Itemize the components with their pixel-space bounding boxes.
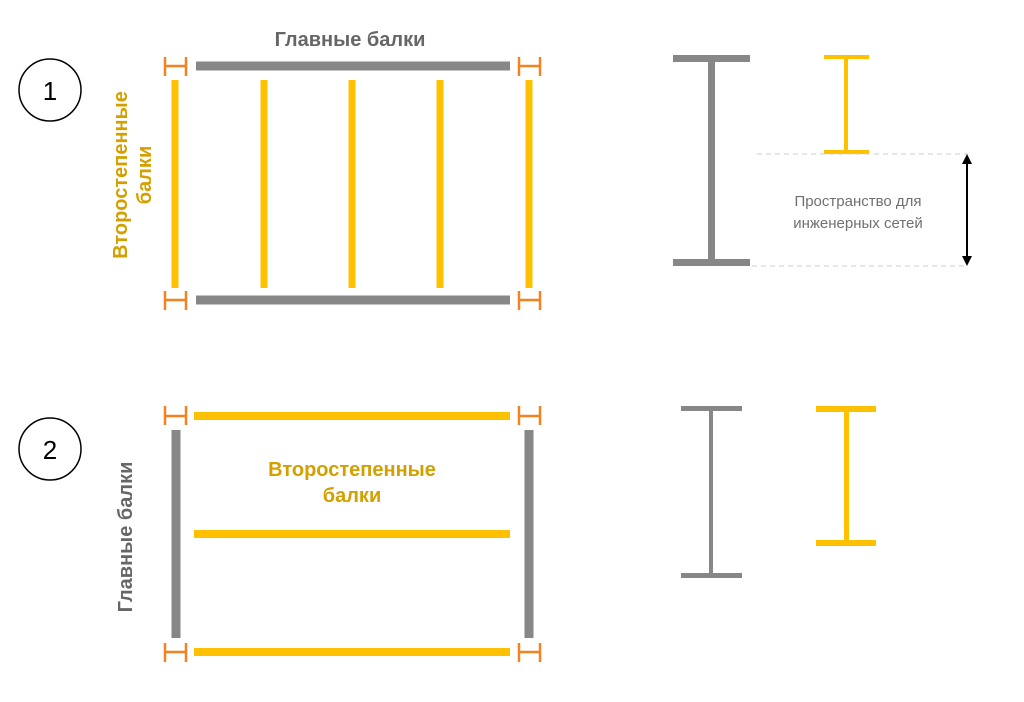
support-icon [163,406,188,425]
utility-space-label-line1: Пространство для [794,193,921,210]
scheme-2-secondary-label-line2: балки [323,485,382,507]
scheme-1-secondary-label-line2: балки [134,146,156,205]
support-icon [517,57,542,76]
scheme-1-number: 1 [43,76,57,106]
scheme-1-supports [163,57,542,310]
scheme-2-main-beam-section-icon [681,406,742,578]
scheme-1: 1 Главные балки Второстепенные балки [18,29,972,310]
support-icon [517,643,542,662]
scheme-2-main-beams-label: Главные балки [115,462,137,613]
scheme-1-secondary-beam-section-icon [824,55,869,154]
scheme-2-secondary-beams [194,412,510,656]
scheme-2-secondary-label-line1: Второстепенные [268,459,436,481]
support-icon [163,643,188,662]
scheme-1-main-beams-label: Главные балки [275,29,426,51]
scheme-2-number-badge: 2 [18,417,82,481]
utility-space-label-line2: инженерных сетей [793,215,923,232]
scheme-2-secondary-beam-section-icon [816,406,876,546]
scheme-1-secondary-beams [171,80,533,288]
scheme-2: 2 Главные балки Второстепенные балки [18,406,876,662]
support-icon [163,291,188,310]
scheme-1-main-beam-section-icon [673,55,750,266]
support-icon [517,291,542,310]
support-icon [517,406,542,425]
scheme-2-number: 2 [43,435,57,465]
scheme-1-secondary-label-line1: Второстепенные [110,91,132,259]
scheme-1-number-badge: 1 [18,58,82,122]
scheme-2-supports [163,406,542,662]
double-arrow-icon [962,154,972,266]
support-icon [163,57,188,76]
